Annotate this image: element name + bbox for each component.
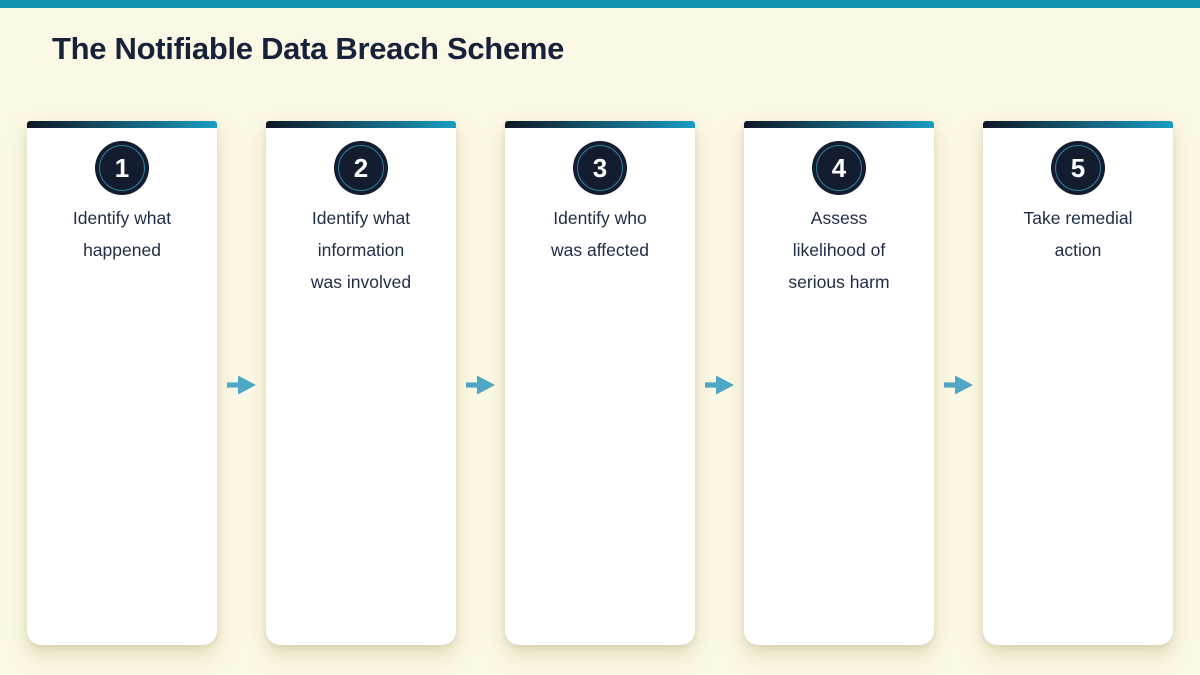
card-accent-bar	[27, 121, 217, 128]
arrow-right-icon	[944, 375, 973, 395]
arrow-right-icon	[466, 375, 495, 395]
step-label: Take remedial action	[1023, 208, 1133, 260]
step-number: 2	[353, 152, 369, 183]
step-number: 5	[1070, 152, 1086, 183]
page-title: The Notifiable Data Breach Scheme	[52, 31, 565, 66]
card-accent-bar	[266, 121, 456, 128]
step-number-badge: 2	[334, 141, 388, 195]
step-number: 4	[831, 152, 847, 183]
step-label: Assess likelihood of serious harm	[788, 208, 890, 292]
step-number-badge: 3	[573, 141, 627, 195]
step-card-3: 3 Identify who was affected	[505, 121, 695, 645]
top-accent-bar	[0, 0, 1200, 8]
card-accent-bar	[983, 121, 1173, 128]
step-card-2: 2 Identify what information was involved	[266, 121, 456, 645]
card-accent-bar	[744, 121, 934, 128]
arrow-right-icon	[227, 375, 256, 395]
arrow-right-icon	[705, 375, 734, 395]
step-label: Identify what happened	[72, 208, 172, 260]
step-number-badge: 5	[1051, 141, 1105, 195]
step-number-badge: 4	[812, 141, 866, 195]
step-label: Identify what information was involved	[310, 208, 412, 292]
step-number-badge: 1	[95, 141, 149, 195]
step-number: 1	[114, 152, 130, 183]
step-card-4: 4 Assess likelihood of serious harm	[744, 121, 934, 645]
card-accent-bar	[505, 121, 695, 128]
step-number: 3	[592, 152, 608, 183]
step-card-1: 1 Identify what happened	[27, 121, 217, 645]
step-card-5: 5 Take remedial action	[983, 121, 1173, 645]
step-label: Identify who was affected	[551, 208, 649, 260]
